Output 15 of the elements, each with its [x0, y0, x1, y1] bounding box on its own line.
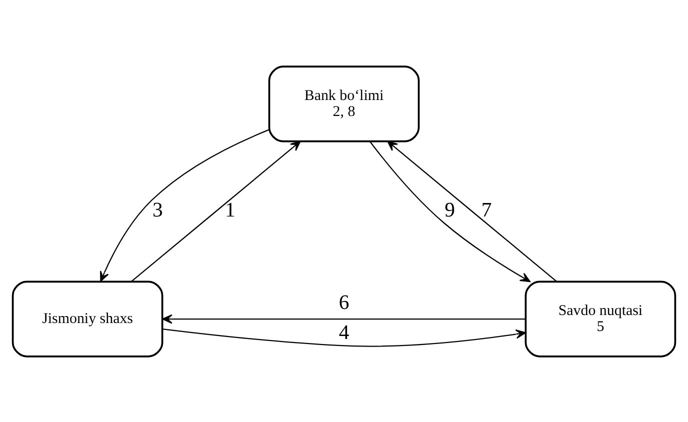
edge-label: 3 [152, 199, 163, 222]
node-box: Savdo nuqtasi 5 [524, 280, 676, 357]
arrow [100, 128, 270, 282]
arrow [162, 328, 526, 346]
edge-label: 6 [338, 292, 350, 314]
arrow [131, 140, 301, 282]
node-box: Jismoniy shaxs [12, 280, 164, 357]
arrow [162, 314, 526, 324]
edge-label: 1 [224, 199, 236, 222]
edge-label: 9 [444, 199, 455, 222]
node-box: Bank bo‘limi 2, 8 [268, 65, 420, 142]
arrow [370, 141, 530, 282]
edge-label: 4 [338, 322, 350, 344]
arrow [387, 140, 557, 282]
edge-label: 7 [481, 199, 492, 222]
